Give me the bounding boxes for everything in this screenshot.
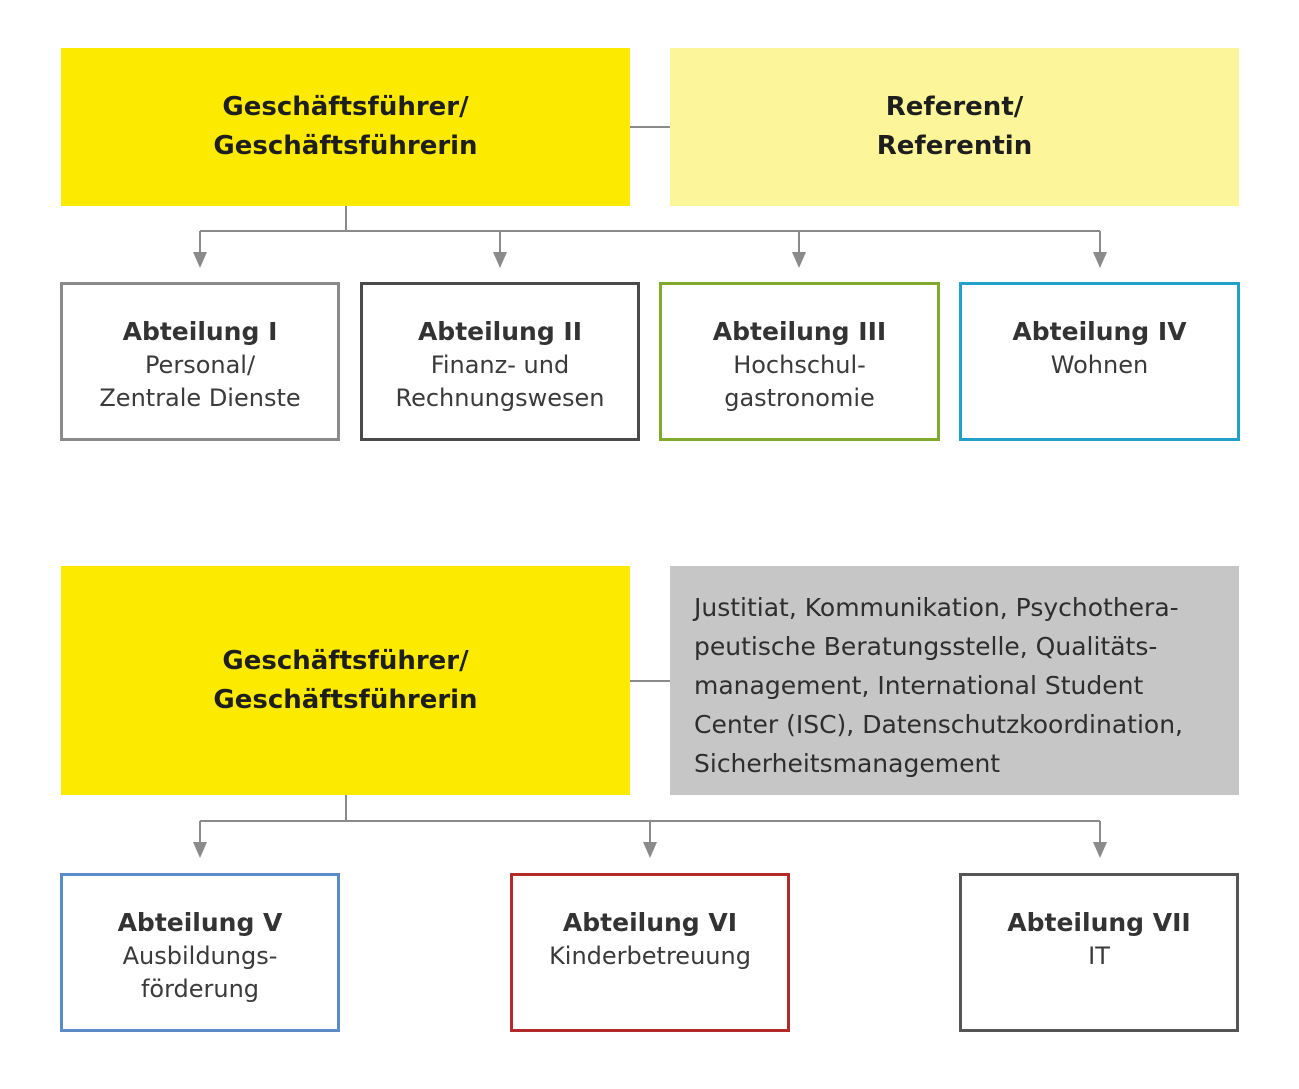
department-subtitle: Finanz- und Rechnungswesen	[395, 351, 605, 412]
leader-box-1: Geschäftsführer/ Geschäftsführerin	[61, 48, 630, 206]
department-box-4: Abteilung IV Wohnen	[959, 282, 1240, 441]
department-title: Abteilung IV	[1012, 317, 1187, 346]
department-box-5: Abteilung V Ausbildungs- förderung	[60, 873, 340, 1032]
arrow-head-icon	[643, 842, 657, 858]
department-subtitle: Ausbildungs- förderung	[122, 942, 278, 1003]
department-title: Abteilung VII	[1007, 908, 1191, 937]
arrow-head-icon	[1093, 842, 1107, 858]
leader-title-line2: Geschäftsführerin	[213, 684, 478, 715]
staff-title-line2: Referentin	[876, 131, 1033, 161]
department-subtitle: Wohnen	[1050, 351, 1149, 379]
department-title: Abteilung VI	[562, 908, 738, 937]
leader-title-line1: Geschäftsführer/	[222, 92, 469, 122]
arrow-head-icon	[1093, 252, 1107, 268]
department-box-6: Abteilung VI Kinderbetreuung	[510, 873, 790, 1032]
department-subtitle: Kinderbetreuung	[549, 942, 751, 970]
leader-title-line1: Geschäftsführer/	[222, 645, 469, 676]
staff-box-1: Referent/ Referentin	[670, 48, 1239, 206]
arrow-head-icon	[193, 842, 207, 858]
arrow-head-icon	[792, 252, 806, 268]
department-box-3: Abteilung III Hochschul- gastronomie	[659, 282, 940, 441]
staff-title-line1: Referent/	[885, 92, 1024, 122]
department-title: Abteilung V	[117, 908, 283, 937]
arrow-head-icon	[493, 252, 507, 268]
department-box-7: Abteilung VII IT	[959, 873, 1239, 1032]
department-title: Abteilung I	[122, 317, 278, 346]
arrow-head-icon	[193, 252, 207, 268]
department-title: Abteilung III	[712, 317, 887, 346]
department-subtitle: Hochschul- gastronomie	[724, 351, 875, 412]
staff-units-box: Justitiat, Kommunikation, Psychothera- p…	[670, 566, 1239, 795]
leader-box-2: Geschäftsführer/ Geschäftsführerin	[61, 566, 630, 795]
department-box-2: Abteilung II Finanz- und Rechnungswesen	[360, 282, 640, 441]
department-box-1: Abteilung I Personal/ Zentrale Dienste	[60, 282, 340, 441]
department-title: Abteilung II	[417, 317, 583, 346]
department-subtitle: IT	[1088, 942, 1110, 970]
department-subtitle: Personal/ Zentrale Dienste	[99, 351, 301, 412]
leader-title-line2: Geschäftsführerin	[213, 131, 478, 161]
